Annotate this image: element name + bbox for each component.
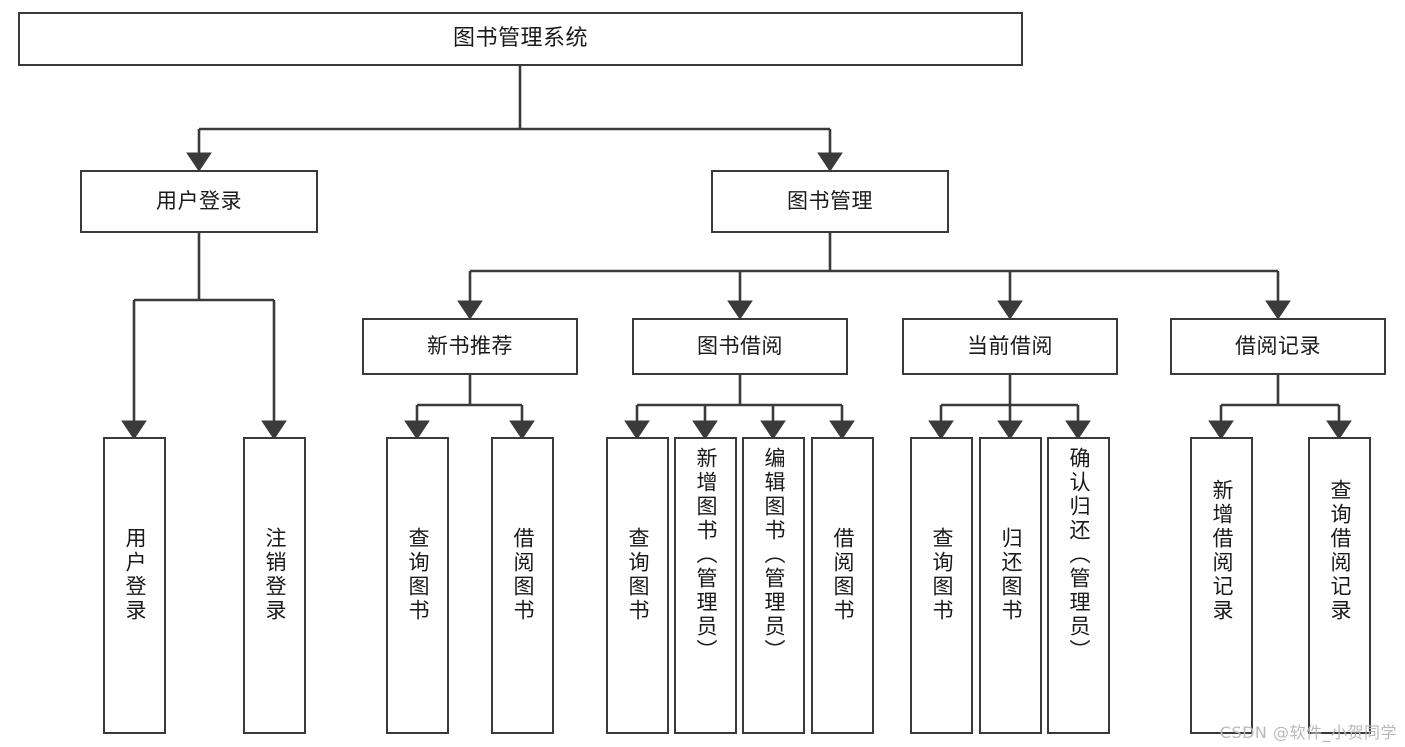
node-label: 归还图书	[999, 527, 1023, 623]
node-book-management[interactable]: 图书管理	[711, 170, 949, 233]
node-label: 确认归还（管理员）	[1067, 447, 1091, 663]
node-label: 图书借阅	[697, 334, 783, 359]
node-label: 借阅图书	[831, 527, 855, 623]
node-current-borrowing[interactable]: 当前借阅	[902, 318, 1118, 375]
node-leaf-logout-login[interactable]: 注销登录	[243, 437, 306, 734]
node-label: 用户登录	[156, 189, 242, 214]
node-label: 查询图书	[626, 527, 650, 623]
node-label: 新增图书（管理员）	[694, 447, 718, 663]
node-label: 查询图书	[406, 527, 430, 623]
node-leaf-edit-book-admin[interactable]: 编辑图书（管理员）	[742, 437, 805, 734]
node-leaf-return-book[interactable]: 归还图书	[979, 437, 1042, 734]
node-leaf-borrow-book-borrowing[interactable]: 借阅图书	[811, 437, 874, 734]
node-leaf-query-book-recommendation[interactable]: 查询图书	[386, 437, 449, 734]
node-label: 新书推荐	[427, 334, 513, 359]
node-leaf-query-book-current[interactable]: 查询图书	[910, 437, 973, 734]
node-label: 用户登录	[123, 527, 147, 623]
node-label: 图书管理系统	[452, 26, 588, 52]
node-leaf-query-borrow-record[interactable]: 查询借阅记录	[1308, 437, 1371, 734]
node-label: 借阅图书	[511, 527, 535, 623]
node-leaf-confirm-return-admin[interactable]: 确认归还（管理员）	[1047, 437, 1110, 734]
node-label: 查询图书	[930, 527, 954, 623]
node-leaf-add-borrow-record[interactable]: 新增借阅记录	[1190, 437, 1253, 734]
node-borrow-records[interactable]: 借阅记录	[1170, 318, 1386, 375]
node-label: 编辑图书（管理员）	[762, 447, 786, 663]
node-leaf-query-book-borrowing[interactable]: 查询图书	[606, 437, 669, 734]
node-leaf-user-login[interactable]: 用户登录	[103, 437, 166, 734]
node-label: 借阅记录	[1235, 334, 1321, 359]
node-root-system[interactable]: 图书管理系统	[18, 12, 1023, 66]
node-user-login[interactable]: 用户登录	[80, 170, 318, 233]
node-label: 当前借阅	[967, 334, 1053, 359]
csdn-watermark: CSDN @软件_小贺同学	[1219, 723, 1397, 742]
node-label: 图书管理	[787, 189, 873, 214]
node-label: 查询借阅记录	[1328, 479, 1352, 623]
node-label: 注销登录	[263, 527, 287, 623]
node-new-book-recommendation[interactable]: 新书推荐	[362, 318, 578, 375]
node-leaf-borrow-book-recommendation[interactable]: 借阅图书	[491, 437, 554, 734]
node-label: 新增借阅记录	[1210, 479, 1234, 623]
node-leaf-add-book-admin[interactable]: 新增图书（管理员）	[674, 437, 737, 734]
node-book-borrowing[interactable]: 图书借阅	[632, 318, 848, 375]
